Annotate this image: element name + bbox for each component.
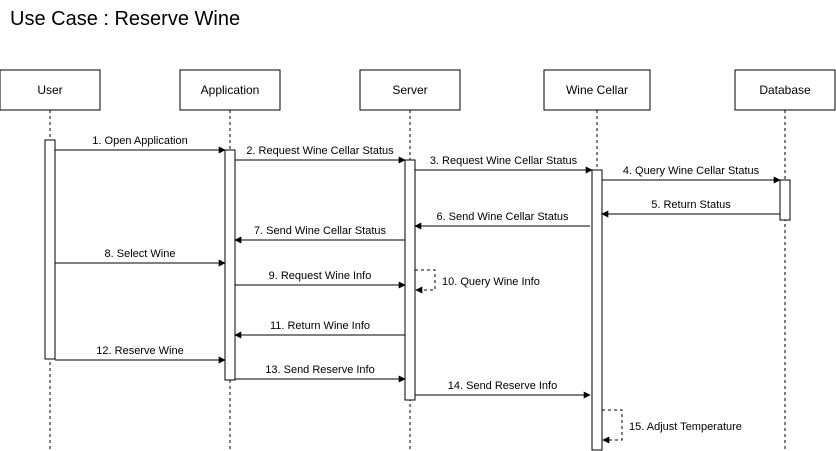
- participants-layer: User Application Server Wine Cellar Database: [0, 69, 836, 111]
- participant-user: User: [0, 69, 101, 111]
- message-6: 6. Send Wine Cellar Status: [414, 211, 590, 230]
- activation-database: [779, 179, 791, 221]
- message-9: 9. Request Wine Info: [235, 270, 406, 289]
- message-label: 3. Request Wine Cellar Status: [430, 155, 578, 167]
- participant-label: Server: [392, 83, 427, 97]
- activations-layer: [44, 139, 791, 451]
- message-label: 10. Query Wine Info: [442, 276, 540, 288]
- message-7: 7. Send Wine Cellar Status: [234, 225, 405, 244]
- message-label: 7. Send Wine Cellar Status: [254, 225, 387, 237]
- participant-application: Application: [179, 69, 281, 111]
- message-label: 6. Send Wine Cellar Status: [436, 211, 569, 223]
- message-label: 1. Open Application: [92, 135, 187, 147]
- message-arrow: [415, 269, 436, 294]
- participant-box: [179, 69, 281, 111]
- participant-box: [0, 69, 101, 111]
- message-label: 5. Return Status: [651, 199, 731, 211]
- activation-user: [44, 139, 56, 360]
- participant-server: Server: [359, 69, 461, 111]
- message-label: 4. Query Wine Cellar Status: [623, 165, 760, 177]
- diagram-title: Use Case : Reserve Wine: [10, 8, 241, 30]
- participant-box: [734, 69, 836, 111]
- activation-server: [404, 159, 416, 401]
- participant-box: [543, 69, 651, 111]
- message-label: 9. Request Wine Info: [269, 270, 372, 282]
- message-label: 14. Send Reserve Info: [448, 380, 557, 392]
- message-label: 8. Select Wine: [105, 248, 176, 260]
- message-label: 15. Adjust Temperature: [629, 421, 742, 433]
- activation-wine-cellar: [591, 169, 603, 451]
- participant-label: Wine Cellar: [566, 83, 628, 97]
- participant-database: Database: [734, 69, 836, 111]
- participant-label: Database: [759, 83, 811, 97]
- message-12: 12. Reserve Wine: [55, 345, 226, 364]
- message-15: 15. Adjust Temperature: [602, 409, 742, 444]
- participant-label: Application: [201, 83, 260, 97]
- message-4: 4. Query Wine Cellar Status: [602, 165, 781, 184]
- message-13: 13. Send Reserve Info: [235, 364, 406, 383]
- message-label: 11. Return Wine Info: [270, 320, 370, 332]
- message-1: 1. Open Application: [55, 135, 226, 154]
- message-label: 2. Request Wine Cellar Status: [246, 145, 394, 157]
- lifelines-layer: [49, 110, 786, 451]
- participant-label: User: [37, 83, 62, 97]
- message-arrow: [602, 409, 623, 444]
- message-10: 10. Query Wine Info: [415, 269, 540, 294]
- message-label: 12. Reserve Wine: [96, 345, 183, 357]
- messages-layer: 1. Open Application 2. Request Wine Cella…: [55, 135, 781, 444]
- message-3: 3. Request Wine Cellar Status: [415, 155, 593, 174]
- message-11: 11. Return Wine Info: [234, 320, 405, 339]
- participant-wine-cellar: Wine Cellar: [543, 69, 651, 111]
- message-5: 5. Return Status: [601, 199, 780, 218]
- activation-application: [224, 149, 236, 381]
- message-label: 13. Send Reserve Info: [265, 364, 374, 376]
- participant-box: [359, 69, 461, 111]
- message-14: 14. Send Reserve Info: [415, 380, 591, 399]
- message-8: 8. Select Wine: [55, 248, 226, 267]
- message-2: 2. Request Wine Cellar Status: [235, 145, 406, 164]
